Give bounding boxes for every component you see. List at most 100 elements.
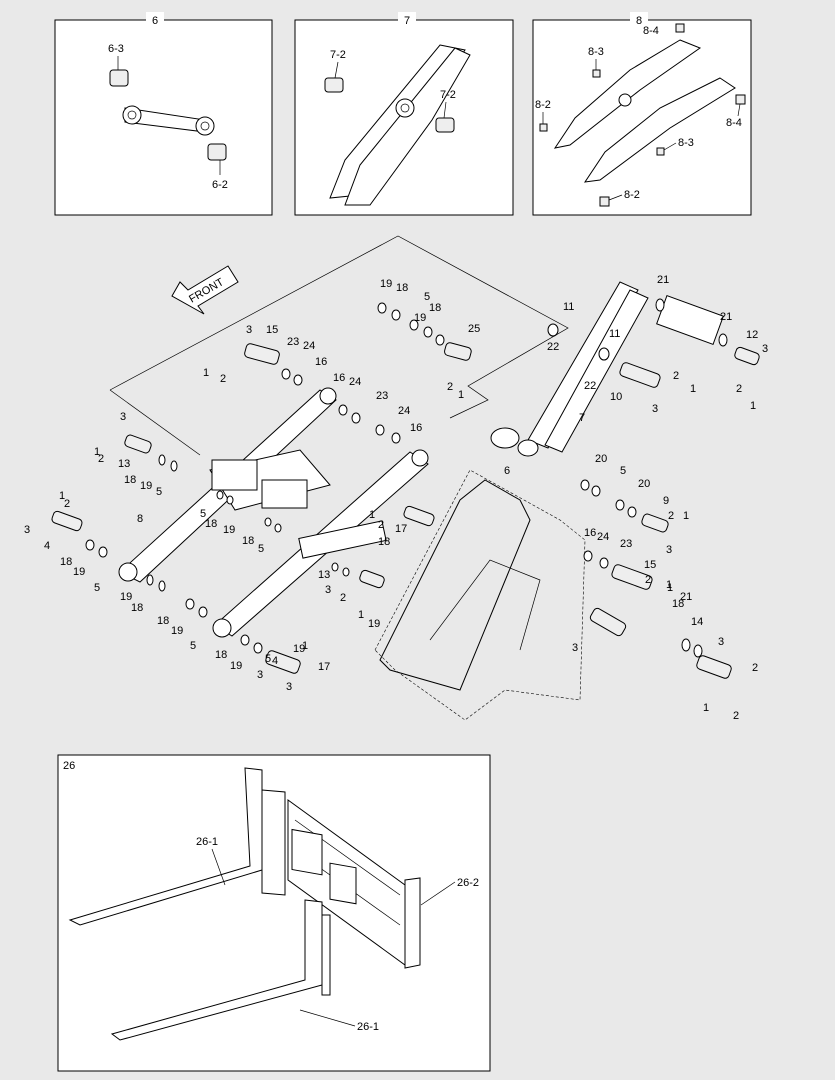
callout-label: 5: [620, 465, 626, 477]
callout-label: 2: [736, 383, 742, 395]
label-8-2a: 8-2: [535, 99, 551, 111]
callout-label: 21: [720, 311, 732, 323]
inset-box-6: 6 6-3 6-2: [54, 12, 273, 216]
label-26-2: 26-2: [457, 877, 479, 889]
callout-label: 24: [398, 405, 410, 417]
callout-label: 3: [652, 403, 658, 415]
callout-label: 3: [718, 636, 724, 648]
callout-label: 10: [610, 391, 622, 403]
label-7-2a: 7-2: [330, 49, 346, 61]
callout-label: 3: [286, 681, 292, 693]
callout-label: 24: [349, 376, 361, 388]
callout-label: 19: [140, 480, 152, 492]
callout-label: 18: [131, 602, 143, 614]
callout-label: 3: [257, 669, 263, 681]
callout-label: 18: [378, 536, 390, 548]
label-7-2b: 7-2: [440, 89, 456, 101]
callout-label: 11: [563, 301, 574, 313]
inset-26-title: 26: [63, 760, 75, 772]
callout-label: 5: [258, 543, 264, 555]
callout-label: 19: [414, 312, 426, 324]
callout-label: 3: [762, 343, 768, 355]
callout-label: 2: [340, 592, 346, 604]
callout-label: 18: [124, 474, 136, 486]
callout-label: 24: [303, 340, 315, 352]
fork-carriage-26-2: [287, 799, 421, 969]
callout-label: 13: [118, 458, 130, 470]
callout-label: 9: [663, 495, 669, 507]
callout-label: 3: [572, 642, 578, 654]
callout-label: 2: [752, 662, 758, 674]
callout-label: 2: [98, 453, 104, 465]
arm-part-8: [539, 23, 746, 207]
callout-label: 2: [733, 710, 739, 722]
callout-label: 16: [315, 356, 327, 368]
callout-label: 1: [690, 383, 696, 395]
callout-label: 2: [378, 519, 384, 531]
callout-label: 21: [680, 591, 692, 603]
inset-7-title: 7: [404, 15, 410, 27]
callout-label: 18: [215, 649, 227, 661]
label-8-2b: 8-2: [624, 189, 640, 201]
callout-label: 25: [468, 323, 480, 335]
callout-label: 1: [302, 640, 308, 652]
callout-label: 18: [60, 556, 72, 568]
inset-box-26: 26 26-1 26-2 26-1: [57, 754, 491, 1072]
label-8-4a: 8-4: [643, 25, 659, 37]
callout-label: 4: [272, 655, 278, 667]
label-6-2: 6-2: [212, 179, 228, 191]
callout-label: 19: [380, 278, 392, 290]
callout-label: 20: [638, 478, 650, 490]
callout-label: 19: [368, 618, 380, 630]
callout-label: 2: [220, 373, 226, 385]
callout-label: 19: [293, 643, 305, 655]
callout-label: 1: [369, 509, 375, 521]
callout-label: 20: [595, 453, 607, 465]
callout-label: 18: [242, 535, 254, 547]
callout-label: 2: [645, 574, 651, 586]
callout-label: 1: [666, 579, 672, 591]
callout-label: 3: [325, 584, 331, 596]
label-8-3a: 8-3: [588, 46, 604, 58]
callout-label: 11: [609, 328, 620, 340]
callout-label: 5: [94, 582, 100, 594]
callout-label: 2: [447, 381, 453, 393]
callout-label: 16: [410, 422, 422, 434]
callout-label: 1: [667, 582, 673, 594]
callout-label: 18: [157, 615, 169, 627]
callout-label: 3: [24, 524, 30, 536]
callout-label: 18: [429, 302, 441, 314]
callout-label: 5: [190, 640, 196, 652]
callout-label: 2: [668, 510, 674, 522]
callout-label: 18: [396, 282, 408, 294]
callout-label: 3: [120, 411, 126, 423]
callout-label: 8: [137, 513, 143, 525]
inset-box-8: 8 8-4 8-3 8-2 8-4 8-3 8-2: [532, 12, 752, 216]
callout-label: 18: [672, 598, 684, 610]
inset-box-7: 7 7-2 7-2: [294, 12, 514, 216]
callout-label: 3: [246, 324, 252, 336]
label-8-3b: 8-3: [678, 137, 694, 149]
callout-label: 23: [376, 390, 388, 402]
label-8-4b: 8-4: [726, 117, 742, 129]
callout-label: 4: [44, 540, 50, 552]
callout-label: 19: [223, 524, 235, 536]
callout-label: 21: [657, 274, 669, 286]
callout-label: 6: [504, 465, 510, 477]
inset-6-title: 6: [152, 15, 158, 27]
callout-label: 22: [584, 380, 596, 392]
fork-26-1-lower: [110, 899, 331, 1041]
callout-label: 16: [584, 527, 596, 539]
callout-label: 1: [358, 609, 364, 621]
callout-label: 5: [200, 508, 206, 520]
callout-label: 5: [265, 653, 271, 665]
main-assembly: [51, 235, 760, 721]
fork-26-1-upper: [68, 767, 286, 926]
callout-label: 1: [458, 389, 464, 401]
callout-label: 17: [318, 661, 330, 673]
callout-label: 15: [644, 559, 656, 571]
callout-label: 19: [230, 660, 242, 672]
